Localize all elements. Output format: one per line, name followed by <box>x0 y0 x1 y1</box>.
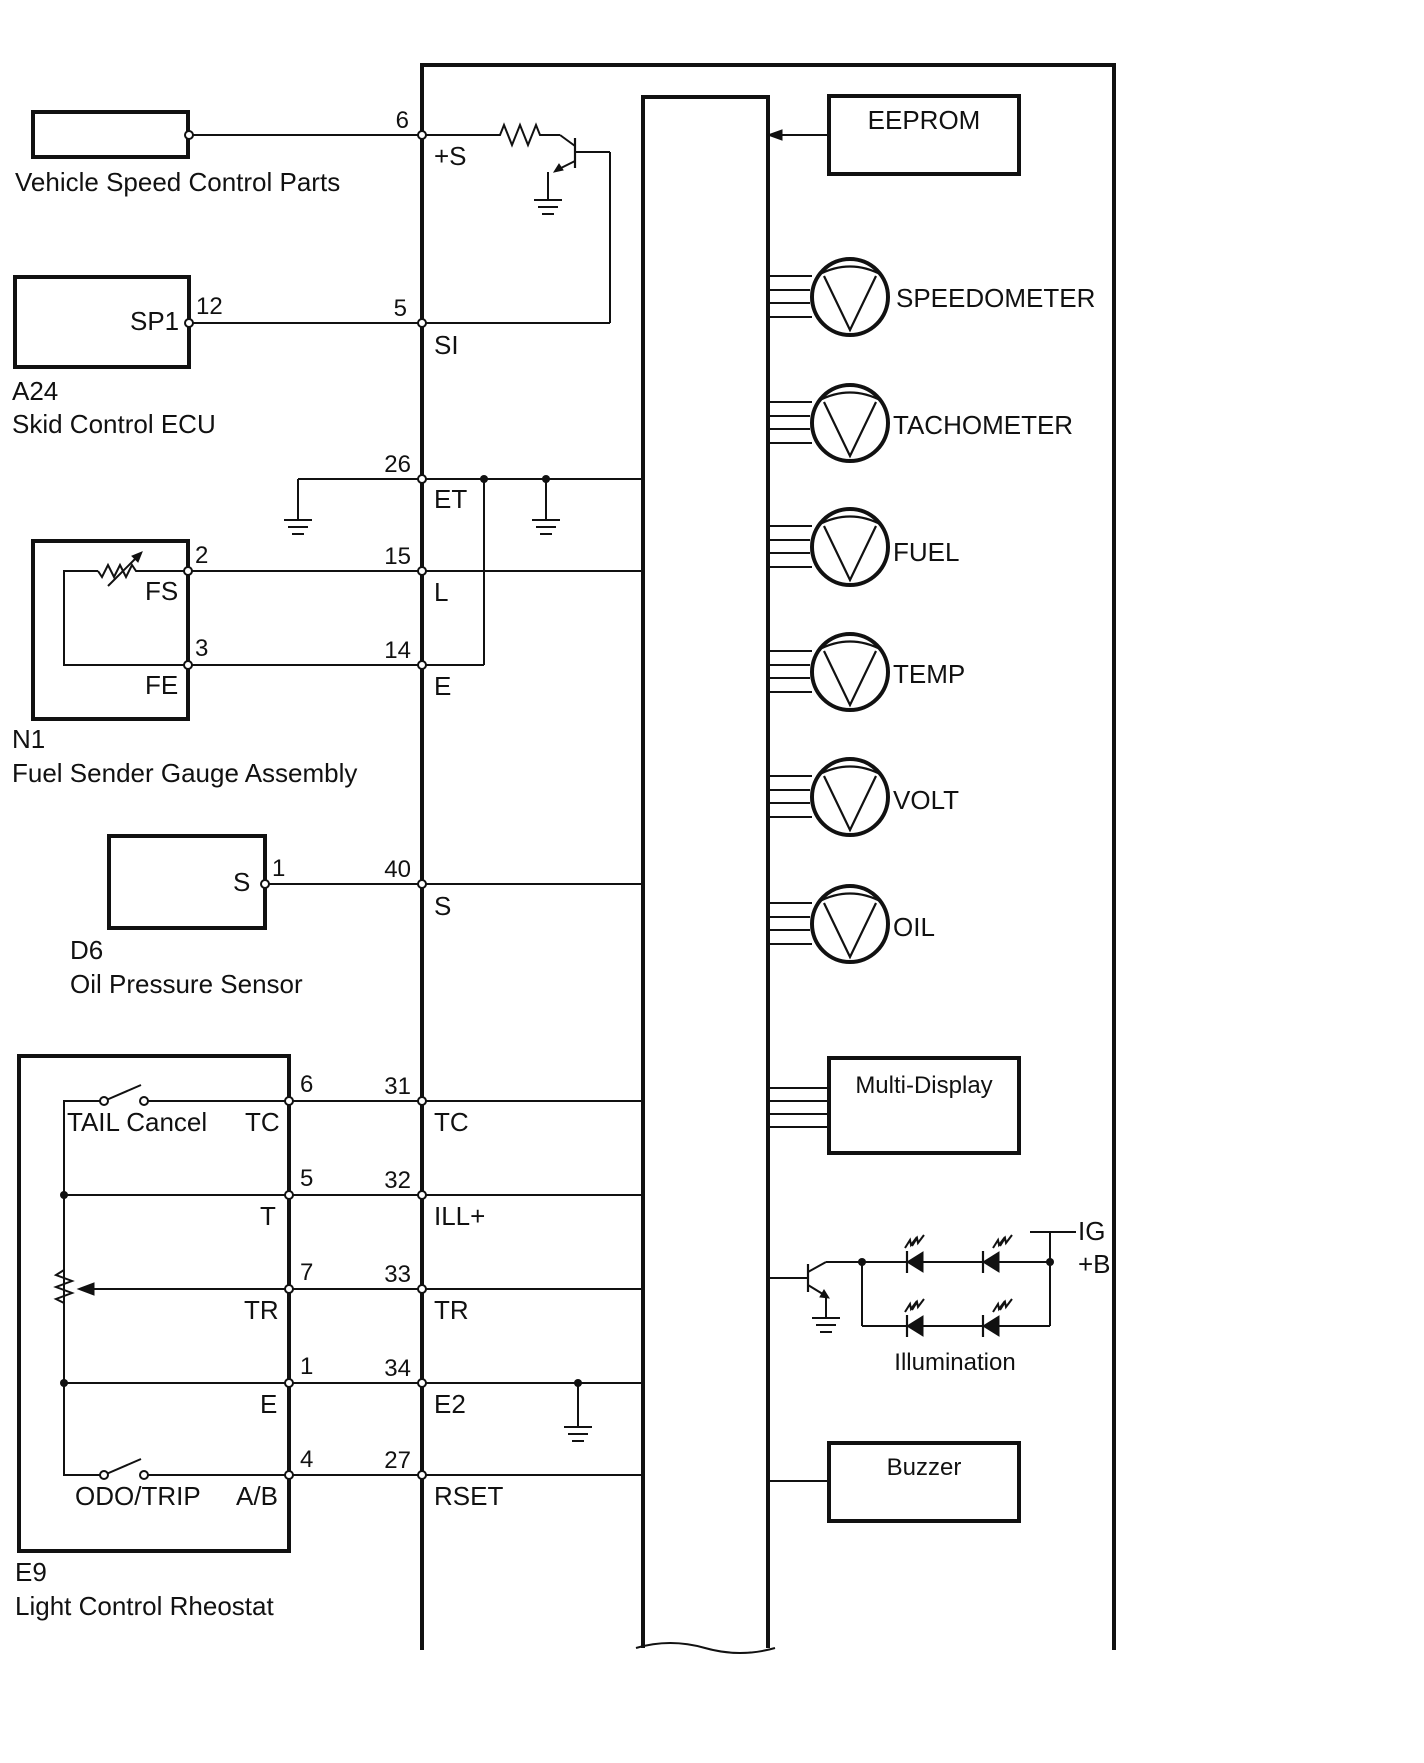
meter-terminal: 32 ILL+ <box>384 1167 485 1231</box>
component-pins <box>183 130 294 1480</box>
svg-text:T: T <box>260 1201 276 1231</box>
svg-text:5: 5 <box>394 295 407 322</box>
meter-terminal: 27 RSET <box>384 1447 503 1511</box>
illumination-circuit: IG +B Illumination <box>768 1216 1111 1376</box>
svg-text:TAIL Cancel: TAIL Cancel <box>67 1107 207 1137</box>
svg-text:A24: A24 <box>12 376 58 406</box>
gauge-label: TACHOMETER <box>893 410 1073 440</box>
svg-text:7: 7 <box>300 1259 313 1286</box>
meter-terminal: 34 E2 <box>384 1355 466 1419</box>
meter-terminal: 6 +S <box>396 107 467 171</box>
svg-text:+S: +S <box>434 141 467 171</box>
vehicle-speed-control-parts: Vehicle Speed Control Parts <box>15 110 422 197</box>
meter-terminal: 26 ET <box>384 451 467 514</box>
svg-text:Buzzer: Buzzer <box>887 1454 962 1481</box>
svg-text:14: 14 <box>384 637 411 664</box>
svg-text:Oil Pressure Sensor: Oil Pressure Sensor <box>70 969 303 999</box>
svg-text:E: E <box>260 1389 277 1419</box>
meter-terminal: 14 E <box>384 637 451 701</box>
svg-text:Multi-Display: Multi-Display <box>855 1072 992 1099</box>
svg-text:RSET: RSET <box>434 1481 503 1511</box>
combination-meter-frame <box>420 63 1116 1654</box>
multi-display-block: Multi-Display <box>768 1056 1021 1155</box>
svg-text:4: 4 <box>300 1446 313 1473</box>
svg-text:E9: E9 <box>15 1557 47 1587</box>
svg-text:6: 6 <box>300 1071 313 1098</box>
fuel-sender-gauge: FS 2 FE 3 N1 Fuel Sender Gauge Assembly <box>12 539 643 788</box>
meter-terminal: 5 SI <box>394 295 459 360</box>
svg-text:A/B: A/B <box>236 1481 278 1511</box>
light-control-rheostat: TAIL Cancel ODO/TRIP TC T TR E A/B 6 5 7… <box>15 1054 643 1621</box>
svg-text:SP1: SP1 <box>130 306 179 336</box>
gauge-label: TEMP <box>893 659 965 689</box>
svg-text:ODO/TRIP: ODO/TRIP <box>75 1481 201 1511</box>
svg-text:1: 1 <box>272 855 285 882</box>
svg-text:34: 34 <box>384 1355 411 1382</box>
gauge-tachometer: TACHOMETER <box>768 383 1073 463</box>
svg-text:ILL+: ILL+ <box>434 1201 485 1231</box>
svg-text:Fuel Sender Gauge Assembly: Fuel Sender Gauge Assembly <box>12 758 357 788</box>
meter-terminals: 6 +S 5 SI 26 ET 15 L 14 E 40 S <box>384 107 503 1511</box>
speed-signal-circuit <box>422 122 611 324</box>
svg-text:15: 15 <box>384 543 411 570</box>
svg-text:Light Control Rheostat: Light Control Rheostat <box>15 1591 274 1621</box>
svg-text:SI: SI <box>434 330 459 360</box>
svg-text:31: 31 <box>384 1073 411 1100</box>
svg-text:3: 3 <box>195 635 208 662</box>
svg-text:E: E <box>434 671 451 701</box>
gauge-label: FUEL <box>893 537 959 567</box>
svg-text:TC: TC <box>434 1107 469 1137</box>
gauge-label: OIL <box>893 912 935 942</box>
eeprom-block: EEPROM <box>766 94 1021 176</box>
buzzer-block: Buzzer <box>768 1441 1021 1523</box>
svg-text:FE: FE <box>145 670 178 700</box>
svg-text:TR: TR <box>244 1295 279 1325</box>
svg-text:Illumination: Illumination <box>894 1349 1015 1376</box>
gauge-temp: TEMP <box>768 632 965 712</box>
svg-text:E2: E2 <box>434 1389 466 1419</box>
svg-text:27: 27 <box>384 1447 411 1474</box>
svg-text:L: L <box>434 577 448 607</box>
meter-terminal: 40 S <box>384 856 451 921</box>
gauge-volt: VOLT <box>768 757 959 837</box>
svg-text:1: 1 <box>300 1353 313 1380</box>
svg-text:TR: TR <box>434 1295 469 1325</box>
svg-text:TC: TC <box>245 1107 280 1137</box>
svg-text:ET: ET <box>434 484 467 514</box>
gauge-label: VOLT <box>893 785 959 815</box>
svg-text:Skid Control ECU: Skid Control ECU <box>12 409 216 439</box>
svg-text:5: 5 <box>300 1165 313 1192</box>
meter-terminal: 33 TR <box>384 1261 468 1325</box>
skid-control-ecu: SP1 12 A24 Skid Control ECU <box>12 275 422 439</box>
svg-text:Vehicle Speed Control Parts: Vehicle Speed Control Parts <box>15 167 340 197</box>
svg-text:33: 33 <box>384 1261 411 1288</box>
gauge-oil: OIL <box>768 884 935 964</box>
svg-text:6: 6 <box>396 107 409 134</box>
svg-text:IG: IG <box>1078 1216 1105 1246</box>
svg-text:+B: +B <box>1078 1249 1111 1279</box>
svg-text:2: 2 <box>195 542 208 569</box>
svg-text:EEPROM: EEPROM <box>868 105 981 135</box>
svg-text:N1: N1 <box>12 724 45 754</box>
oil-pressure-sensor: S 1 D6 Oil Pressure Sensor <box>70 834 643 999</box>
meter-terminal: 31 TC <box>384 1073 468 1137</box>
svg-text:40: 40 <box>384 856 411 883</box>
gauge-fuel: FUEL <box>768 507 959 587</box>
svg-text:32: 32 <box>384 1167 411 1194</box>
svg-text:D6: D6 <box>70 935 103 965</box>
gauge-speedometer: SPEEDOMETER <box>768 257 1095 337</box>
meter-terminal: 15 L <box>384 543 448 607</box>
svg-text:FS: FS <box>145 576 178 606</box>
svg-text:12: 12 <box>196 293 223 320</box>
svg-text:S: S <box>434 891 451 921</box>
svg-text:26: 26 <box>384 451 411 478</box>
svg-text:S: S <box>233 867 250 897</box>
gauge-label: SPEEDOMETER <box>896 283 1095 313</box>
